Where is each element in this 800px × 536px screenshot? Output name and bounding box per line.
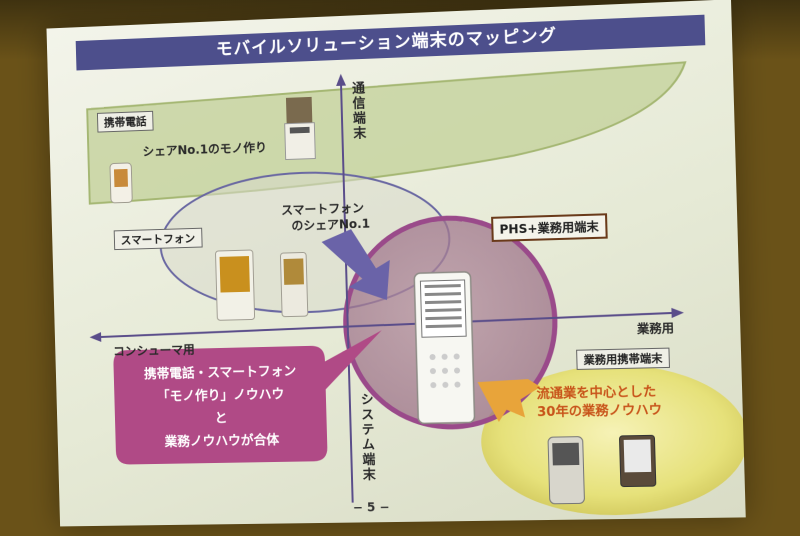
smartphone-image-2 <box>280 252 307 316</box>
business-mobile-region <box>479 362 746 517</box>
smartphone-share-line2: のシェアNo.1 <box>291 216 371 233</box>
horizontal-axis-left-arrowhead <box>89 332 102 343</box>
smartphone-image-1 <box>215 250 254 320</box>
axis-right-label: 業務用 <box>636 321 675 337</box>
orange-arrow <box>477 378 542 423</box>
know-how-bubble <box>112 330 386 465</box>
business-mobile-label: 業務用携帯端末 <box>576 347 670 370</box>
bubble-line-4: 業務ノウハウが合体 <box>164 433 280 451</box>
feature-phone-image <box>110 163 132 203</box>
purple-arrow <box>321 227 391 302</box>
bubble-line-1: 携帯電話・スマートフォン <box>143 364 297 383</box>
smartphone-label: スマートフォン <box>113 227 203 251</box>
business-handset-image-1 <box>548 437 585 504</box>
phs-label: PHS+業務用端末 <box>491 213 608 242</box>
mobile-phone-region <box>87 62 689 203</box>
projector-screen: モバイルソリューション端末のマッピング <box>46 0 746 527</box>
page-number: − 5 − <box>352 500 390 515</box>
mobile-phone-label: 携帯電話 <box>96 110 154 133</box>
vertical-axis-arrowhead <box>335 73 347 86</box>
know-how-bubble-text: 携帯電話・スマートフォン 「モノ作り」ノウハウ と 業務ノウハウが合体 <box>117 360 325 455</box>
folding-phone-image <box>284 96 315 160</box>
mapping-diagram <box>46 0 746 517</box>
phs-terminal-image <box>414 272 474 424</box>
axis-bottom-label: システム端末 <box>357 392 376 483</box>
axis-top-label: 通信端末 <box>348 80 366 142</box>
distribution-line2: 30年の業務ノウハウ <box>536 402 663 421</box>
horizontal-axis-arrowhead <box>671 307 685 319</box>
axis-left-label: コンシューマ用 <box>112 342 195 359</box>
business-handset-image-2 <box>619 435 655 486</box>
